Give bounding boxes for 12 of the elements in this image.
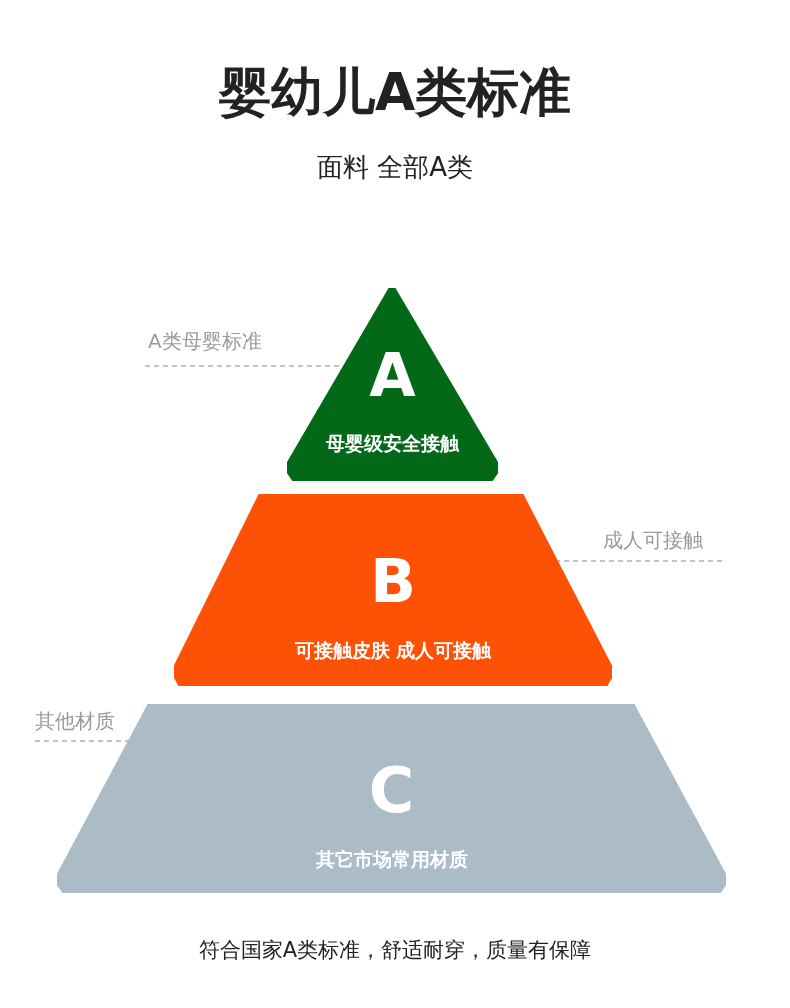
side-label: 成人可接触 [603, 527, 703, 554]
tier-letter: C [367, 754, 416, 827]
tier-description: 可接触皮肤 成人可接触 [293, 638, 493, 663]
subtitle: 面料 全部A类 [315, 151, 475, 184]
tier-letter: A [368, 340, 417, 410]
tier-description: 其它市场常用材质 [314, 847, 469, 872]
caption: 符合国家A类标准，舒适耐穿，质量有保障 [197, 937, 593, 964]
tier-letter: B [369, 546, 417, 616]
side-label: A类母婴标准 [148, 328, 262, 355]
tier-description: 母婴级安全接触 [325, 431, 460, 456]
title: 婴幼儿A类标准 [217, 61, 573, 124]
side-label: 其他材质 [35, 708, 115, 735]
